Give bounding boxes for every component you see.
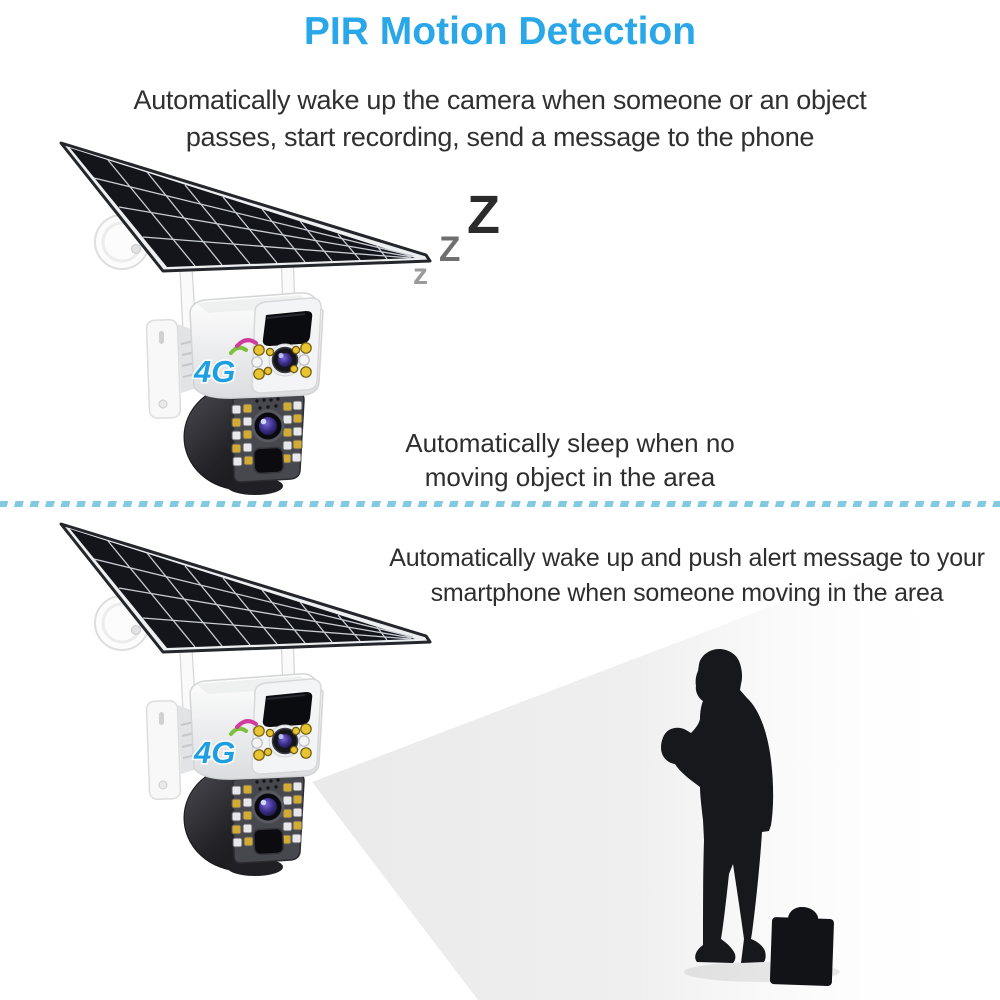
alert-caption: Automatically wake up and push alert mes… [382,541,992,611]
intro-line-2: passes, start recording, send a message … [185,122,815,152]
intruder-silhouette [661,649,840,986]
sleep-caption-line-2: moving object in the area [424,462,716,492]
sleep-z-large: Z [467,185,500,245]
alert-caption-line-1: Automatically wake up and push alert mes… [389,544,985,572]
sleep-z-small: z [413,258,428,291]
sleep-caption-line-1: Automatically sleep when no [405,428,735,458]
briefcase [769,907,834,986]
intro-line-1: Automatically wake up the camera when so… [133,85,867,115]
intro-text: Automatically wake up the camera when so… [0,82,1000,156]
man-silhouette [661,649,774,963]
sleep-z-medium: Z [439,230,461,269]
alert-caption-line-2: smartphone when someone moving in the ar… [430,579,944,607]
section-divider [0,501,1000,507]
page-title: PIR Motion Detection [303,10,697,53]
sleep-caption: Automatically sleep when no moving objec… [350,426,790,494]
detection-beam [312,568,968,1000]
